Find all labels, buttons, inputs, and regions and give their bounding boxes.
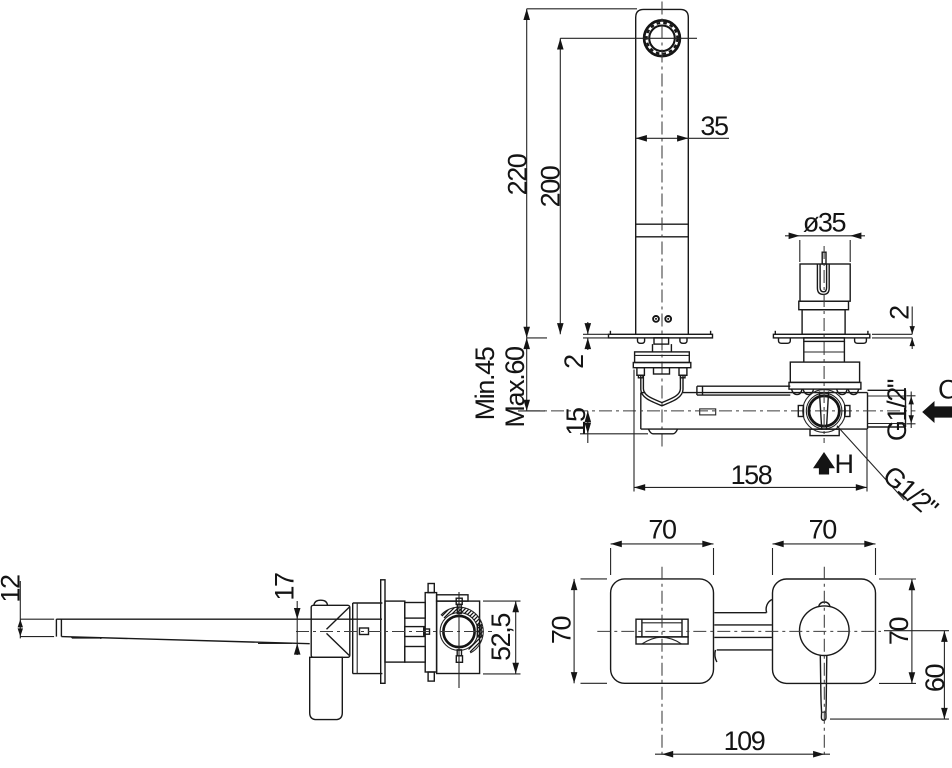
svg-text:15: 15 [561, 408, 591, 436]
svg-text:H: H [834, 449, 852, 479]
svg-text:70: 70 [884, 618, 914, 646]
svg-text:220: 220 [503, 154, 533, 195]
svg-text:109: 109 [724, 726, 765, 756]
svg-text:52,5: 52,5 [486, 614, 516, 661]
svg-text:200: 200 [536, 166, 566, 207]
svg-text:Max.60: Max.60 [500, 347, 530, 428]
svg-text:12: 12 [0, 575, 26, 603]
svg-text:C: C [938, 375, 952, 405]
svg-text:G1/2": G1/2" [882, 379, 912, 441]
svg-text:2: 2 [885, 306, 915, 320]
svg-text:70: 70 [809, 515, 837, 545]
svg-text:158: 158 [731, 460, 772, 490]
svg-text:70: 70 [648, 515, 676, 545]
svg-text:Min.45: Min.45 [470, 347, 500, 420]
svg-text:35: 35 [700, 111, 728, 141]
svg-text:60: 60 [920, 665, 950, 693]
svg-text:70: 70 [547, 617, 577, 645]
svg-text:ø35: ø35 [803, 208, 846, 238]
svg-text:17: 17 [270, 573, 300, 601]
svg-text:2: 2 [559, 355, 589, 369]
